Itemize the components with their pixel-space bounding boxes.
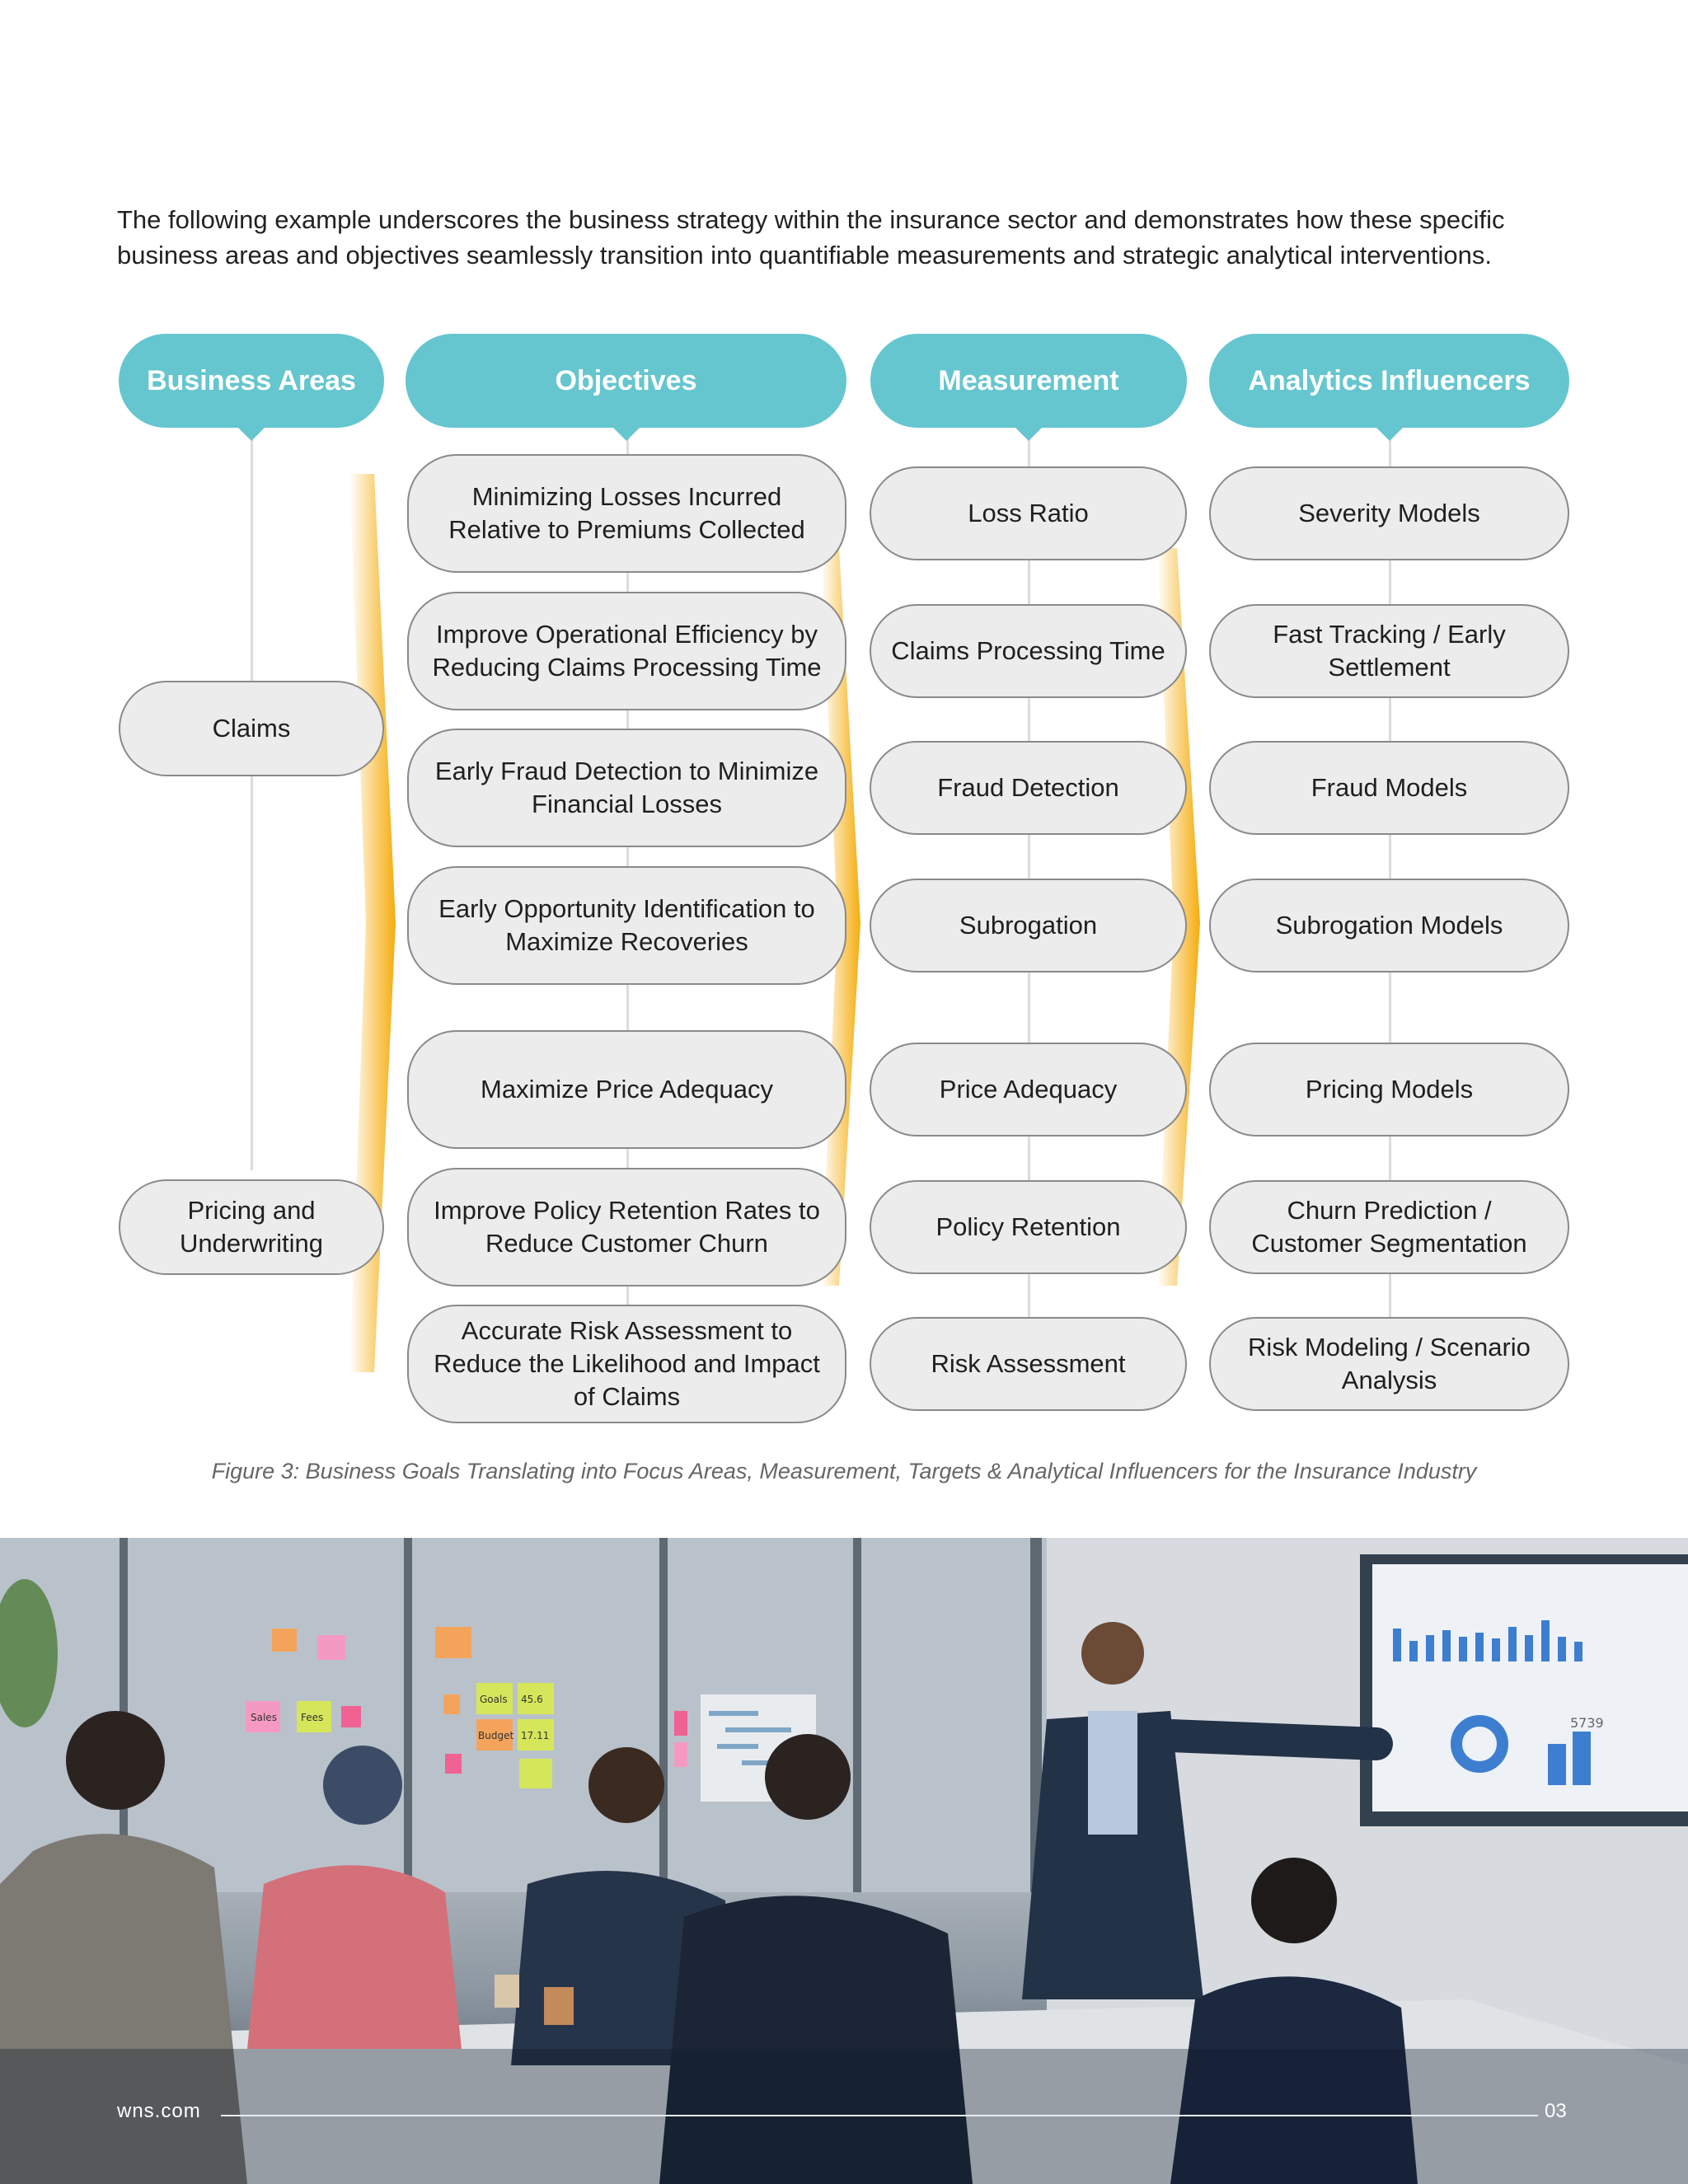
footer-website: wns.com [117,2100,201,2122]
header-analytics-influencers: Analytics Influencers [1209,334,1569,441]
header-business-areas: Business Areas [119,334,384,441]
meeting-photo: Sales Fees Goals 45.6 Budget 17.11 [0,1538,1688,2184]
measurement-claims-processing-time: Claims Processing Time [870,604,1187,698]
sticky-note-3 [476,1683,513,1714]
sticky-note-text-3: Goals [480,1694,508,1705]
analytics-churn-prediction: Churn Prediction / Customer Segmentation [1209,1180,1569,1274]
figure-caption: Figure 3: Business Goals Translating int… [211,1459,1477,1483]
sticky-note-text-1: Sales [251,1712,277,1723]
sticky-note-text-2: Fees [301,1712,323,1723]
footer-rule [221,2115,1538,2116]
analytics-risk-modeling: Risk Modeling / Scenario Analysis [1209,1317,1569,1411]
header-objectives: Objectives [406,334,846,441]
footer-page-number: 03 [1545,2100,1567,2122]
sticky-note-2 [297,1701,331,1732]
measurement-policy-retention: Policy Retention [870,1180,1187,1274]
analytics-pricing-models: Pricing Models [1209,1043,1569,1137]
sticky-note-text-5: Budget [478,1730,513,1741]
connector-business-areas [251,429,253,1170]
objective-operational-efficiency: Improve Operational Efficiency by Reduci… [407,592,846,710]
sticky-note-5 [476,1719,513,1750]
analytics-fraud-models: Fraud Models [1209,741,1569,835]
measurement-price-adequacy: Price Adequacy [870,1043,1187,1137]
objective-fraud-detection: Early Fraud Detection to Minimize Financ… [407,729,846,847]
analytics-severity-models: Severity Models [1209,466,1569,560]
business-area-pricing-underwriting: Pricing and Underwriting [119,1179,384,1275]
measurement-subrogation: Subrogation [870,879,1187,972]
sticky-note-1 [246,1701,280,1732]
objective-opportunity-identification: Early Opportunity Identification to Maxi… [407,866,846,985]
objective-policy-retention: Improve Policy Retention Rates to Reduce… [407,1168,846,1286]
measurement-loss-ratio: Loss Ratio [870,466,1187,560]
objective-price-adequacy: Maximize Price Adequacy [407,1030,846,1149]
analytics-subrogation-models: Subrogation Models [1209,879,1569,972]
sticky-note-text-4: 45.6 [521,1694,543,1705]
business-area-claims: Claims [119,681,384,776]
meeting-photo-illustration: Sales Fees Goals 45.6 Budget 17.11 [0,1538,1688,2184]
header-measurement: Measurement [870,334,1187,441]
objective-risk-assessment: Accurate Risk Assessment to Reduce the L… [407,1305,846,1423]
sticky-note-text-6: 17.11 [521,1730,549,1741]
measurement-fraud-detection: Fraud Detection [870,741,1187,835]
screen-value: 5739 [1570,1715,1604,1731]
objective-minimizing-losses: Minimizing Losses Incurred Relative to P… [407,454,846,573]
intro-paragraph: The following example underscores the bu… [117,205,1505,269]
analytics-fast-tracking: Fast Tracking / Early Settlement [1209,604,1569,698]
sticky-note-4 [518,1683,554,1714]
sticky-note-6 [518,1719,554,1750]
measurement-risk-assessment: Risk Assessment [870,1317,1187,1411]
